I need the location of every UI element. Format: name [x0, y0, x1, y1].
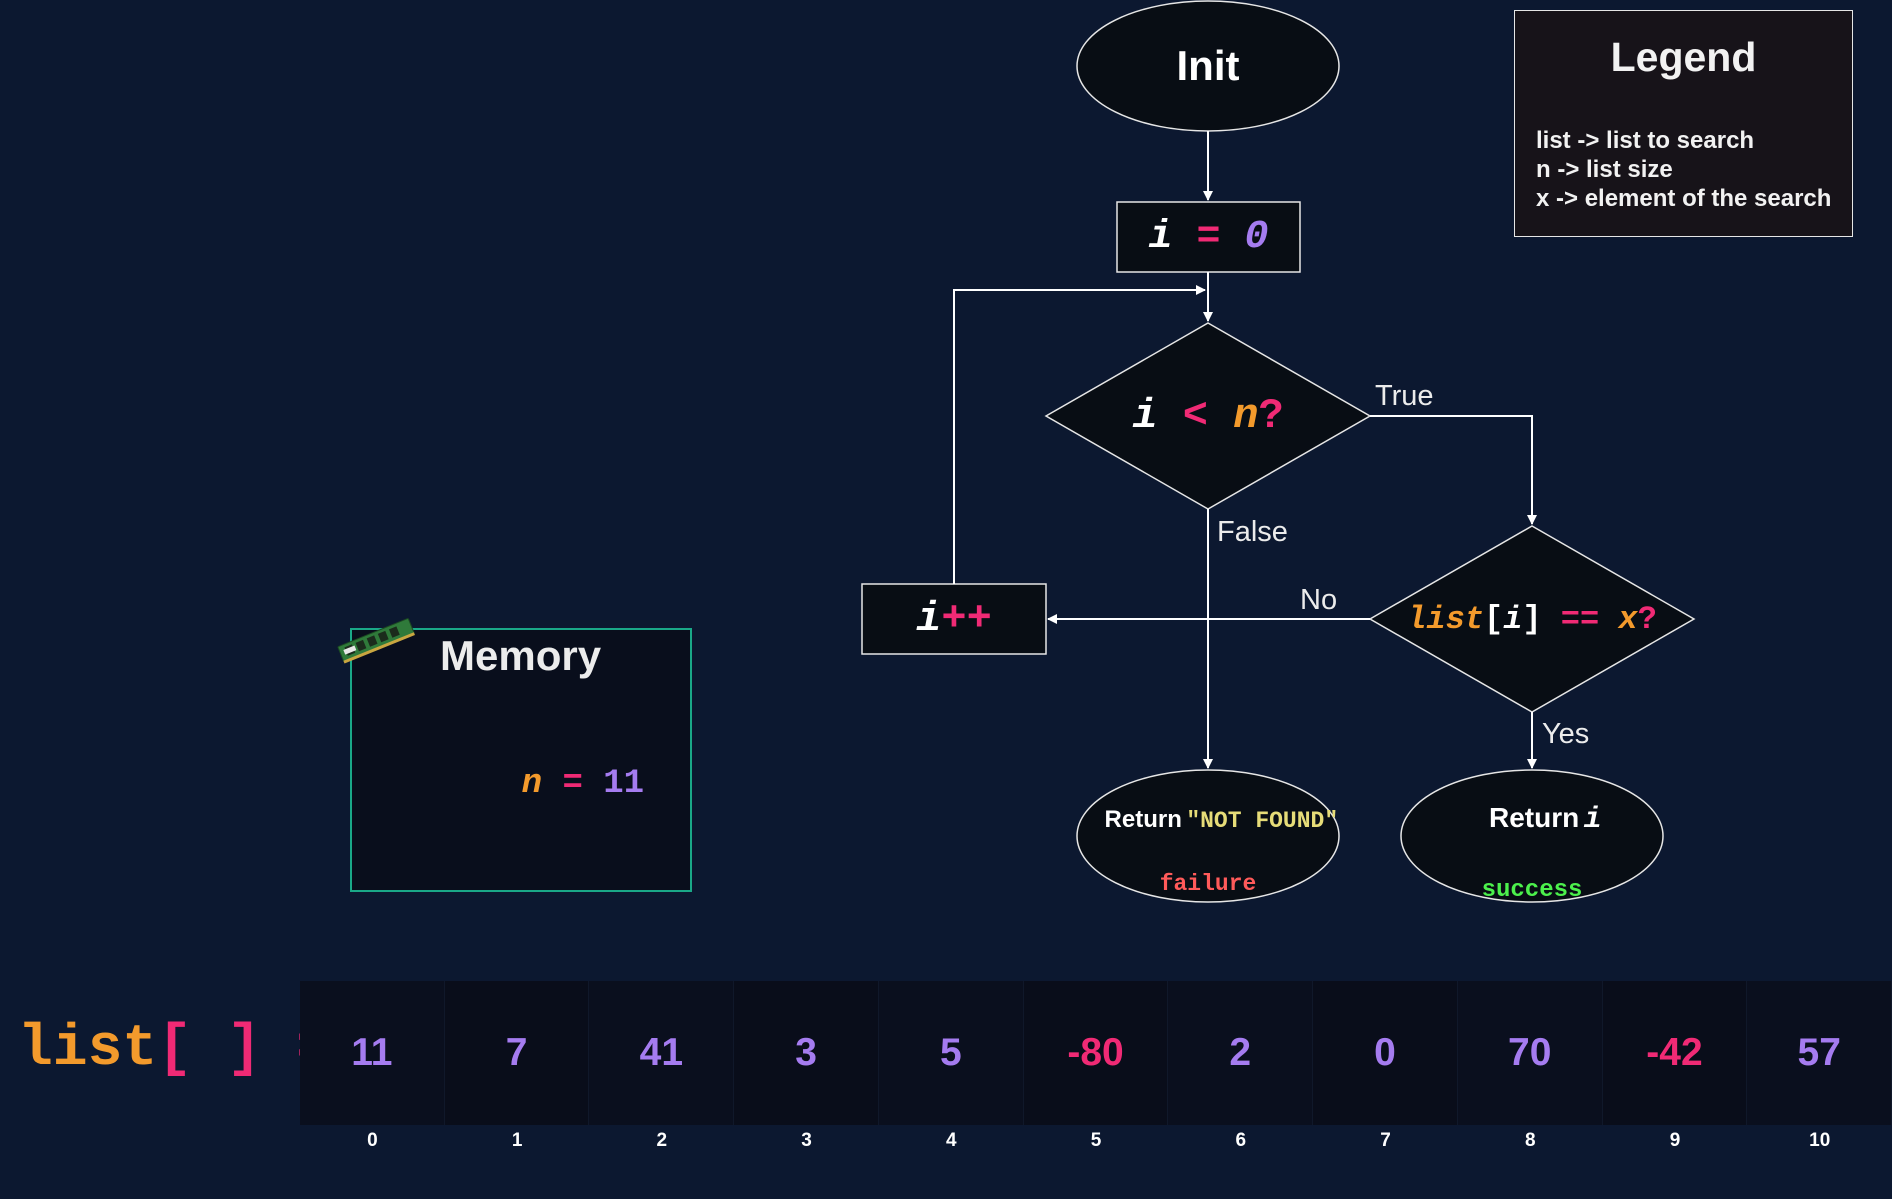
array-cell: -42	[1602, 981, 1748, 1125]
match-condition-label: list[i] == x?	[1370, 594, 1694, 644]
increment-node	[861, 583, 1047, 655]
return-success-node	[1400, 769, 1664, 903]
increment-var: i	[916, 595, 942, 643]
edge-increment-loopback	[953, 285, 1206, 584]
loop-var: i	[1132, 392, 1158, 440]
assign-op: =	[1196, 214, 1221, 260]
loop-op: <	[1182, 392, 1208, 440]
return-success-value: i	[1583, 802, 1602, 837]
memory-var-value: 11	[603, 765, 645, 803]
match-list: list	[1407, 600, 1484, 638]
array-index: 4	[946, 1130, 957, 1151]
array-index: 6	[1235, 1130, 1247, 1151]
edge-label-no: No	[1300, 584, 1338, 616]
legend-box	[1514, 10, 1853, 237]
array-index: 10	[1809, 1130, 1831, 1151]
return-fail-status: failure	[1159, 870, 1257, 897]
list-name: list	[18, 1017, 158, 1082]
legend-line-x: x -> element of the search	[1536, 185, 1832, 212]
array-cell: 70	[1457, 981, 1603, 1125]
loop-rhs: n	[1233, 392, 1259, 440]
array-index: 9	[1669, 1130, 1681, 1151]
return-fail-prefix: Return	[1104, 805, 1182, 833]
array-index: 1	[511, 1130, 523, 1151]
memory-title: Memory	[440, 632, 602, 679]
memory-variable: n = 11	[440, 727, 644, 841]
array-index: 5	[1090, 1130, 1102, 1151]
array-cell: -80	[1023, 981, 1169, 1125]
increment-label: i++	[862, 584, 1046, 654]
init-text: Init	[1176, 42, 1240, 89]
return-success-label: Return i success	[1401, 800, 1663, 904]
assign-node	[1116, 201, 1301, 273]
assign-var: i	[1148, 214, 1173, 260]
assign-value: 0	[1244, 214, 1269, 260]
legend-line-list: list -> list to search	[1536, 127, 1755, 154]
edge-loop-true	[1370, 415, 1537, 525]
edge-label-false: False	[1217, 516, 1288, 548]
index-row: 0 1 2 3 4 5 6 7 8 9 10	[300, 1130, 1892, 1152]
assign-label: i = 0	[1117, 202, 1300, 272]
ram-stick-icon	[337, 618, 415, 664]
list-brackets: [ ]	[157, 1017, 262, 1082]
increment-op: ++	[941, 595, 992, 643]
array-cell: 5	[878, 981, 1024, 1125]
array-index: 2	[656, 1130, 668, 1151]
array-index: 3	[801, 1130, 812, 1151]
array-index: 7	[1380, 1130, 1391, 1151]
memory-var-name: n	[521, 765, 543, 803]
edge-label-yes: Yes	[1542, 718, 1590, 750]
return-success-status: success	[1481, 876, 1583, 904]
legend-line-n: n -> list size	[1536, 156, 1673, 183]
match-index: i	[1503, 600, 1523, 638]
match-close-bracket: ]	[1522, 600, 1542, 638]
return-fail-node	[1076, 769, 1340, 903]
edge-label-true: True	[1375, 380, 1434, 412]
memory-var-op: =	[562, 765, 583, 803]
array-cell: 57	[1747, 981, 1892, 1125]
match-question: ?	[1637, 600, 1657, 638]
list-label: list[ ] =	[18, 1017, 331, 1082]
array-cell: 2	[1168, 981, 1314, 1125]
array-index: 8	[1524, 1130, 1536, 1151]
loop-condition-label: i < n?	[1046, 380, 1370, 452]
array-cell: 3	[734, 981, 879, 1125]
init-label: Init	[1077, 30, 1339, 102]
match-op: ==	[1560, 600, 1600, 638]
array-index: 0	[367, 1130, 378, 1151]
array-cell: 0	[1313, 981, 1458, 1125]
loop-question: ?	[1258, 392, 1284, 440]
return-success-prefix: Return	[1488, 801, 1580, 833]
array-cell: 41	[589, 981, 735, 1125]
legend-title: Legend	[1610, 34, 1757, 80]
match-rhs: x	[1618, 600, 1638, 638]
legend-lines: list -> list to search n -> list size x …	[1536, 126, 1831, 213]
array-cell: 7	[444, 981, 590, 1125]
return-fail-value: "NOT FOUND"	[1186, 807, 1339, 834]
return-fail-label: Return "NOT FOUND" failure	[1077, 800, 1339, 897]
match-open-bracket: [	[1483, 600, 1504, 638]
array-cell: 11	[300, 981, 445, 1125]
memory-box	[350, 628, 692, 892]
